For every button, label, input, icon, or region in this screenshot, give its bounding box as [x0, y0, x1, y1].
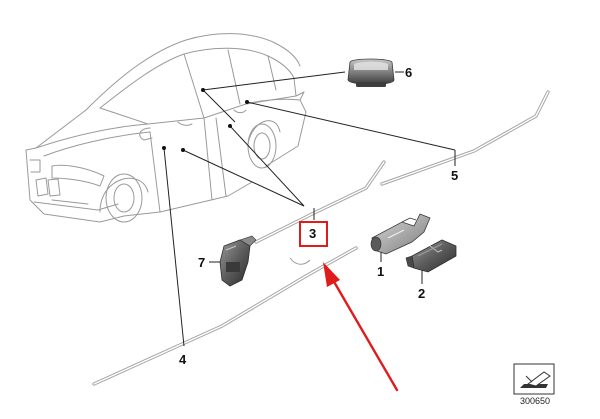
- callout-number-7: 7: [198, 255, 205, 270]
- leader-lines: [163, 71, 456, 347]
- sensor-1-image: [370, 213, 431, 255]
- sensor-2-image: [405, 239, 457, 273]
- callout-number-2: 2: [418, 286, 425, 301]
- callout-number-3: 3: [309, 226, 316, 241]
- callout-number-4: 4: [179, 352, 187, 367]
- catalog-number: 300650: [520, 396, 550, 406]
- callout-number-6: 6: [405, 65, 412, 80]
- fibre-rod-3: [254, 160, 386, 244]
- car-outline-drawing: [25, 33, 307, 223]
- sensor-7-image: [219, 235, 257, 287]
- highlight-box: [299, 221, 328, 247]
- catalog-icon: [513, 363, 555, 395]
- sensor-6-image: [347, 58, 395, 87]
- callout-number-5: 5: [451, 168, 458, 183]
- pointer-arrow: [323, 262, 399, 392]
- fibre-rod-4: [92, 246, 358, 386]
- attachment-points: [162, 88, 249, 152]
- callout-number-1: 1: [377, 264, 384, 279]
- fibre-rod-5: [380, 90, 550, 186]
